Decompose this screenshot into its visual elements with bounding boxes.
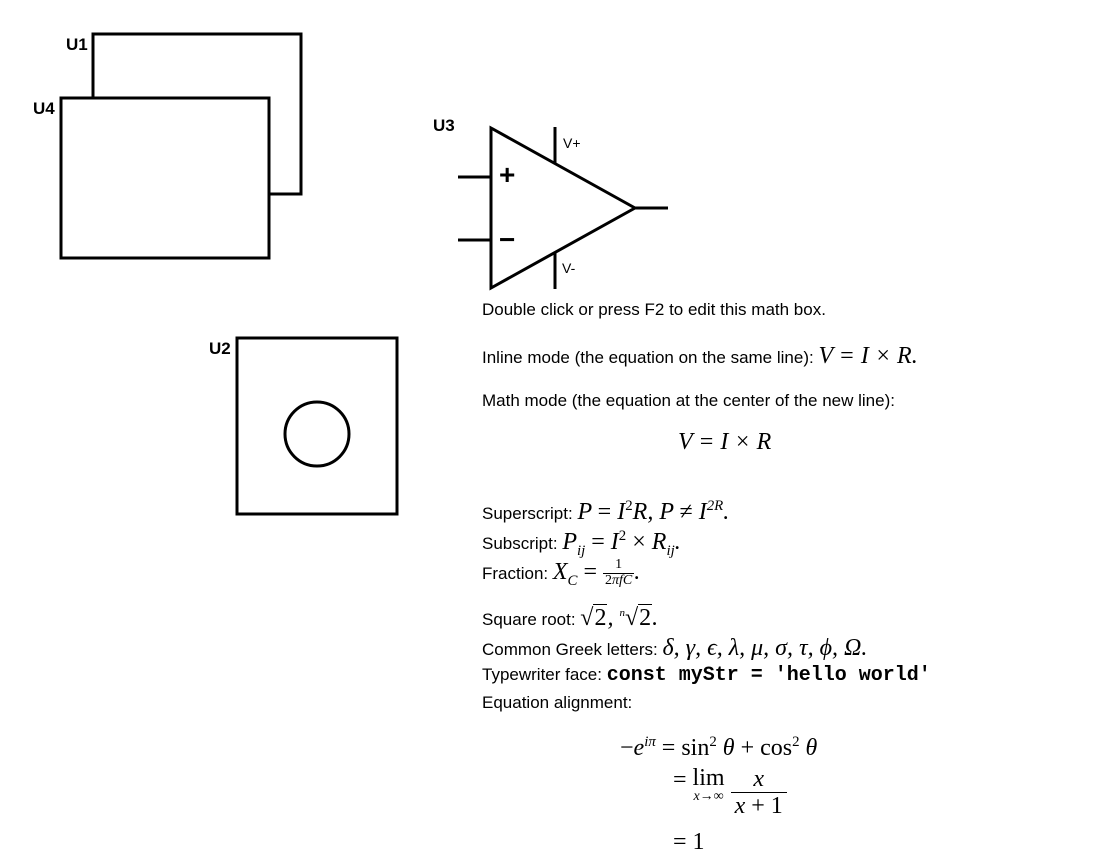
u3-opamp-body[interactable] bbox=[489, 125, 639, 291]
sqrt-equation: √2, n√2. bbox=[580, 604, 659, 631]
typewriter-label: Typewriter face: bbox=[482, 665, 607, 684]
u3-plus-symbol: + bbox=[499, 159, 516, 190]
u2-label: U2 bbox=[209, 339, 231, 358]
u4-box[interactable] bbox=[59, 96, 271, 260]
inline-equation: V = I × R. bbox=[818, 343, 918, 369]
greek-line: Common Greek letters: δ, γ, ϵ, λ, μ, σ, … bbox=[482, 634, 867, 663]
typewriter-line: Typewriter face: const myStr = 'hello wo… bbox=[482, 664, 931, 688]
sqrt-label: Square root: bbox=[482, 610, 581, 629]
inline-mode-label: Inline mode (the equation on the same li… bbox=[482, 348, 819, 367]
u3-pin-vminus-label: V- bbox=[562, 260, 576, 276]
sqrt-line: Square root: √2, n√2. bbox=[482, 604, 658, 633]
subscript-line: Subscript: Pij = I2 × Rij. bbox=[482, 528, 681, 561]
u1-box[interactable] bbox=[91, 32, 303, 196]
math-intro: Double click or press F2 to edit this ma… bbox=[482, 300, 826, 319]
greek-label: Common Greek letters: bbox=[482, 640, 663, 659]
u3-pin-vplus-label: V+ bbox=[563, 135, 581, 151]
u1-label: U1 bbox=[66, 35, 88, 54]
aligned-eq-line-1: −eiπ = sin2 θ + cos2 θ bbox=[620, 734, 818, 761]
subscript-label: Subscript: bbox=[482, 534, 563, 553]
superscript-equation: P = I2R, P ≠ I2R. bbox=[577, 498, 730, 525]
math-mode-label: Math mode (the equation at the center of… bbox=[482, 391, 895, 410]
u3-label: U3 bbox=[433, 116, 455, 135]
u2-box[interactable] bbox=[235, 336, 399, 516]
greek-letters: δ, γ, ϵ, λ, μ, σ, τ, ϕ, Ω. bbox=[662, 635, 868, 661]
inline-mode-line: Inline mode (the equation on the same li… bbox=[482, 342, 918, 371]
u2-circle-symbol bbox=[283, 400, 351, 468]
superscript-label: Superscript: bbox=[482, 504, 578, 523]
superscript-line: Superscript: P = I2R, P ≠ I2R. bbox=[482, 498, 729, 527]
fraction-label: Fraction: bbox=[482, 564, 553, 583]
aligned-eq-line-3: = 1 bbox=[673, 829, 705, 855]
display-equation: V = I × R bbox=[678, 429, 772, 455]
alignment-label: Equation alignment: bbox=[482, 693, 633, 712]
subscript-equation: Pij = I2 × Rij. bbox=[562, 528, 681, 559]
typewriter-text: const myStr = 'hello world' bbox=[606, 664, 931, 687]
u3-minus-symbol: − bbox=[499, 224, 516, 255]
u4-label: U4 bbox=[33, 99, 55, 118]
